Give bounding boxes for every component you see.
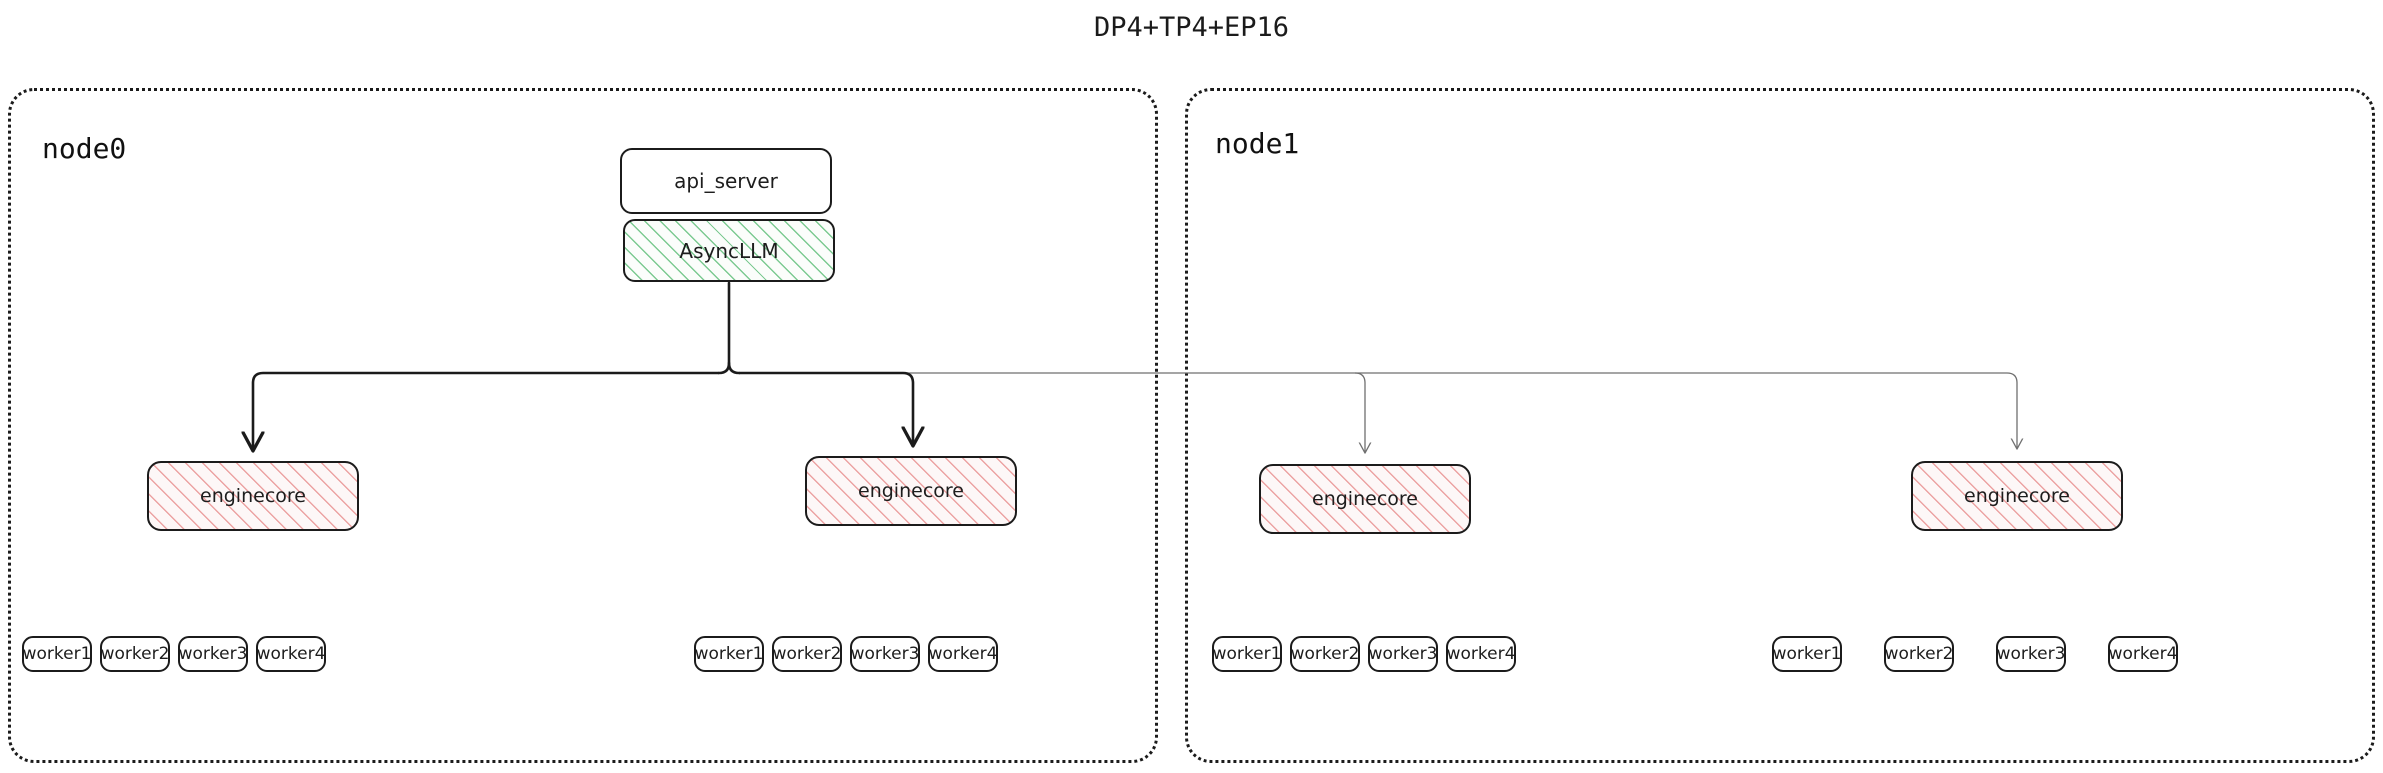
worker-box-node0-0-3[interactable]: worker3	[178, 636, 248, 672]
worker-box-node0-1-1[interactable]: worker1	[694, 636, 764, 672]
enginecore-box-node0-0[interactable]: enginecore	[147, 461, 359, 531]
node-label-node0: node0	[42, 132, 127, 165]
worker-box-node1-0-3[interactable]: worker3	[1368, 636, 1438, 672]
worker-box-node1-0-2[interactable]: worker2	[1290, 636, 1360, 672]
enginecore-box-node0-1[interactable]: enginecore	[805, 456, 1017, 526]
worker-box-node0-0-1[interactable]: worker1	[22, 636, 92, 672]
service-box-api-server[interactable]: api_server	[620, 148, 832, 214]
worker-box-node1-0-1[interactable]: worker1	[1212, 636, 1282, 672]
worker-box-node1-1-1[interactable]: worker1	[1772, 636, 1842, 672]
page-title: DP4+TP4+EP16	[1093, 12, 1290, 43]
worker-box-node1-1-2[interactable]: worker2	[1884, 636, 1954, 672]
worker-box-node0-0-4[interactable]: worker4	[256, 636, 326, 672]
worker-box-node1-1-3[interactable]: worker3	[1996, 636, 2066, 672]
worker-box-node0-0-2[interactable]: worker2	[100, 636, 170, 672]
service-box-asyncllm[interactable]: AsyncLLM	[623, 219, 835, 282]
worker-box-node0-1-3[interactable]: worker3	[850, 636, 920, 672]
enginecore-box-node1-0[interactable]: enginecore	[1259, 464, 1471, 534]
node-label-node1: node1	[1215, 127, 1300, 160]
worker-box-node1-0-4[interactable]: worker4	[1446, 636, 1516, 672]
worker-box-node1-1-4[interactable]: worker4	[2108, 636, 2178, 672]
worker-box-node0-1-4[interactable]: worker4	[928, 636, 998, 672]
enginecore-box-node1-1[interactable]: enginecore	[1911, 461, 2123, 531]
worker-box-node0-1-2[interactable]: worker2	[772, 636, 842, 672]
